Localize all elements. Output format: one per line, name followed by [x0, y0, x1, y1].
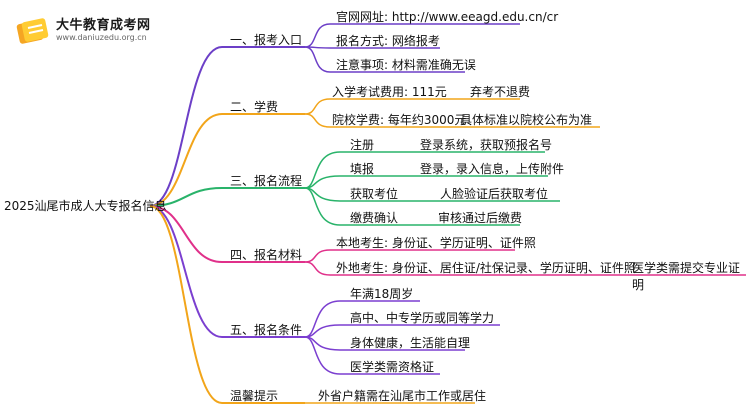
- branch-tuition: 二、学费: [230, 100, 279, 114]
- leaf-step-register-desc: 登录系统，获取预报名号: [420, 138, 553, 152]
- leaf-local-materials: 本地考生: 身份证、学历证明、证件照: [336, 236, 536, 250]
- leaf-step-register: 注册: [350, 138, 375, 152]
- logo-title: 大牛教育成考网: [56, 18, 151, 33]
- leaf-step-fill-desc: 登录，录入信息，上传附件: [420, 162, 565, 176]
- branch-registration-entry: 一、报考入口: [230, 33, 303, 47]
- leaf-school-tuition: 院校学费: 每年约3000元: [332, 113, 467, 127]
- leaf-notes: 注意事项: 材料需准确无误: [336, 58, 476, 72]
- leaf-nonlocal-materials: 外地考生: 身份证、居住证/社保记录、学历证明、证件照: [336, 261, 636, 275]
- leaf-education: 高中、中专学历或同等学力: [350, 311, 495, 325]
- leaf-residence: 外省户籍需在汕尾市工作或居住: [318, 389, 487, 403]
- leaf-registration-method: 报名方式: 网络报考: [336, 34, 440, 48]
- branch-process: 三、报名流程: [230, 174, 303, 188]
- leaf-exam-fee-note: 弃考不退费: [470, 85, 531, 99]
- leaf-step-fill: 填报: [350, 162, 375, 176]
- leaf-medical-cert: 医学类需资格证: [350, 360, 435, 374]
- leaf-medical-proof: 医学类需提交专业证明: [632, 261, 741, 292]
- leaf-health: 身体健康，生活能自理: [350, 336, 471, 350]
- leaf-exam-fee: 入学考试费用: 111元: [332, 85, 447, 99]
- leaf-step-seat-desc: 人脸验证后获取考位: [440, 187, 549, 201]
- leaf-age: 年满18周岁: [350, 287, 414, 301]
- book-logo-icon: [16, 18, 49, 44]
- leaf-step-seat: 获取考位: [350, 187, 399, 201]
- leaf-school-tuition-note: 具体标准以院校公布为准: [460, 113, 593, 127]
- leaf-official-site: 官网网址: http://www.eeagd.edu.cn/cr: [336, 10, 559, 24]
- leaf-step-pay: 缴费确认: [350, 211, 399, 225]
- branch-conditions: 五、报名条件: [230, 323, 303, 337]
- leaf-step-pay-desc: 审核通过后缴费: [438, 211, 523, 225]
- mindmap-root: 2025汕尾市成人大专报名信息: [4, 199, 167, 213]
- branch-materials: 四、报名材料: [230, 248, 303, 262]
- branch-tips: 温馨提示: [230, 389, 279, 403]
- logo-url: www.daniuzedu.org.cn: [56, 33, 147, 42]
